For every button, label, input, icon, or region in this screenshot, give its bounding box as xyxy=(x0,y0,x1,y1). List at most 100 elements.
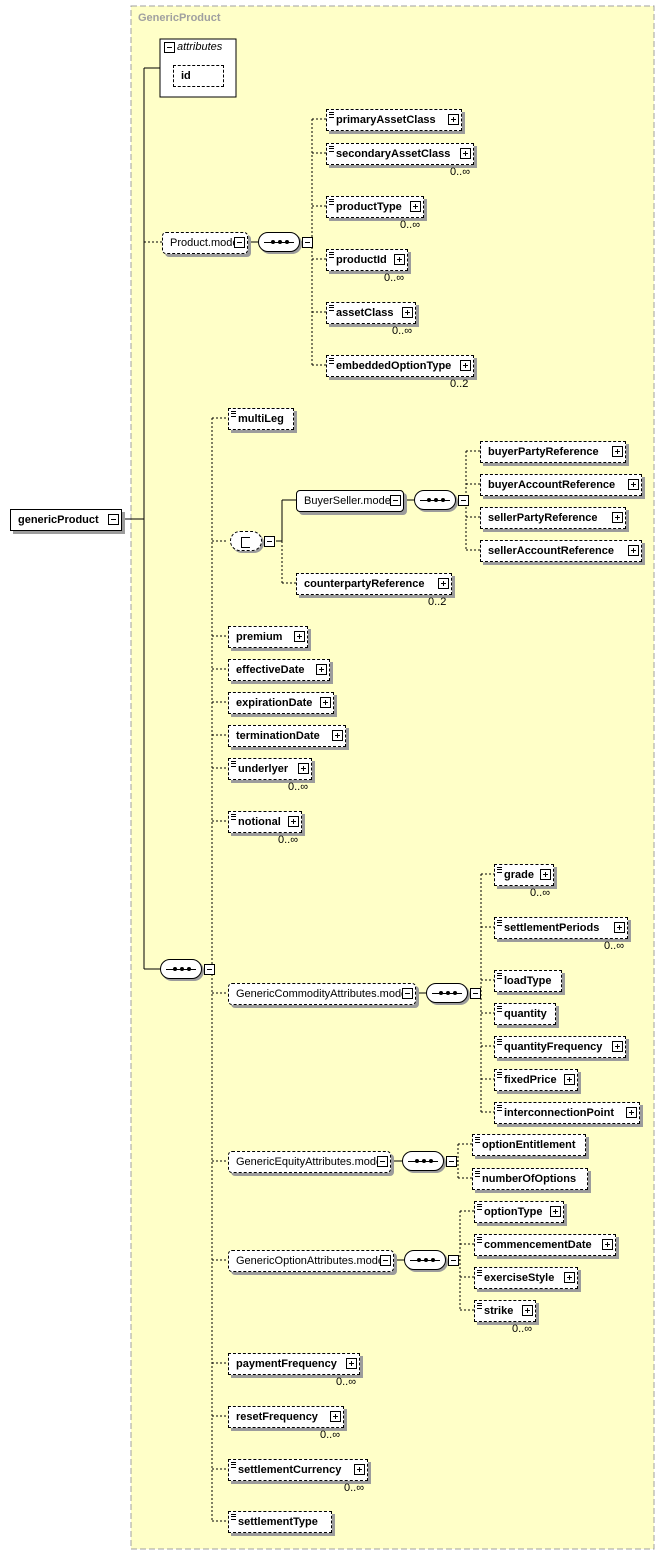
expand-icon[interactable] xyxy=(288,816,299,827)
element-exerciseStyle[interactable]: exerciseStyle xyxy=(474,1267,578,1289)
element-notional[interactable]: notional xyxy=(228,811,302,833)
element-sellerPartyReference[interactable]: sellerPartyReference xyxy=(480,507,626,529)
sequence-compositor[interactable] xyxy=(426,983,481,1003)
expand-icon[interactable] xyxy=(346,1358,357,1369)
collapse-icon[interactable] xyxy=(234,237,245,248)
collapse-icon[interactable] xyxy=(108,514,119,525)
element-productType[interactable]: productType xyxy=(326,196,424,218)
element-quantityFrequency[interactable]: quantityFrequency xyxy=(494,1036,626,1058)
element-marker-icon xyxy=(329,305,334,311)
expand-icon[interactable] xyxy=(332,730,343,741)
collapse-icon[interactable] xyxy=(470,988,481,999)
element-marker-icon xyxy=(329,199,334,205)
collapse-icon[interactable] xyxy=(402,988,413,999)
element-sellerAccountReference[interactable]: sellerAccountReference xyxy=(480,540,642,562)
element-embeddedOptionType[interactable]: embeddedOptionType xyxy=(326,355,474,377)
element-counterpartyReference[interactable]: counterpartyReference xyxy=(296,573,452,595)
sequence-dot xyxy=(285,240,289,244)
expand-icon[interactable] xyxy=(612,1041,623,1052)
sequence-compositor[interactable] xyxy=(160,959,215,979)
expand-icon[interactable] xyxy=(522,1305,533,1316)
element-expirationDate[interactable]: expirationDate xyxy=(228,692,334,714)
element-strike[interactable]: strike xyxy=(474,1300,536,1322)
collapse-icon[interactable] xyxy=(446,1156,457,1167)
element-loadType[interactable]: loadType xyxy=(494,970,562,992)
group-buyerseller-model[interactable]: BuyerSeller.model xyxy=(296,490,404,512)
attributes-label: attributes xyxy=(177,41,223,53)
element-settlementPeriods[interactable]: settlementPeriods xyxy=(494,917,628,939)
sequence-compositor[interactable] xyxy=(404,1250,459,1270)
element-terminationDate[interactable]: terminationDate xyxy=(228,725,346,747)
element-underlyer[interactable]: underlyer xyxy=(228,758,312,780)
collapse-icon[interactable] xyxy=(377,1156,388,1167)
element-commencementDate[interactable]: commencementDate xyxy=(474,1234,616,1256)
element-marker-icon xyxy=(475,1137,480,1143)
expand-icon[interactable] xyxy=(294,631,305,642)
element-marker-icon xyxy=(497,1072,502,1078)
collapse-icon[interactable] xyxy=(390,495,401,506)
expand-icon[interactable] xyxy=(460,148,471,159)
element-effectiveDate[interactable]: effectiveDate xyxy=(228,659,330,681)
expand-icon[interactable] xyxy=(394,254,405,265)
sequence-compositor[interactable] xyxy=(258,232,313,252)
attribute-id[interactable]: id xyxy=(173,65,224,87)
expand-icon[interactable] xyxy=(540,869,551,880)
collapse-icon[interactable] xyxy=(204,964,215,975)
element-fixedPrice[interactable]: fixedPrice xyxy=(494,1069,578,1091)
element-optionEntitlement[interactable]: optionEntitlement xyxy=(472,1134,586,1156)
element-secondaryAssetClass[interactable]: secondaryAssetClass xyxy=(326,143,474,165)
attributes-collapse-icon[interactable] xyxy=(164,42,175,53)
root-element[interactable]: genericProduct xyxy=(10,509,122,531)
expand-icon[interactable] xyxy=(628,479,639,490)
expand-icon[interactable] xyxy=(410,201,421,212)
element-interconnectionPoint[interactable]: interconnectionPoint xyxy=(494,1102,640,1124)
element-primaryAssetClass[interactable]: primaryAssetClass xyxy=(326,109,462,131)
collapse-icon[interactable] xyxy=(458,495,469,506)
element-numberOfOptions[interactable]: numberOfOptions xyxy=(472,1168,588,1190)
expand-icon[interactable] xyxy=(614,922,625,933)
sequence-compositor[interactable] xyxy=(414,490,469,510)
element-grade[interactable]: grade xyxy=(494,864,554,886)
expand-icon[interactable] xyxy=(438,578,449,589)
collapse-icon[interactable] xyxy=(448,1255,459,1266)
element-settlementType[interactable]: settlementType xyxy=(228,1511,332,1533)
expand-icon[interactable] xyxy=(354,1464,365,1475)
expand-icon[interactable] xyxy=(612,446,623,457)
group-equity-model[interactable]: GenericEquityAttributes.model xyxy=(228,1151,391,1173)
element-buyerPartyReference[interactable]: buyerPartyReference xyxy=(480,441,626,463)
expand-icon[interactable] xyxy=(628,545,639,556)
collapse-icon[interactable] xyxy=(380,1255,391,1266)
element-optionType[interactable]: optionType xyxy=(474,1201,564,1223)
group-option-model[interactable]: GenericOptionAttributes.model xyxy=(228,1250,394,1272)
collapse-icon[interactable] xyxy=(302,237,313,248)
element-resetFrequency[interactable]: resetFrequency xyxy=(228,1406,344,1428)
element-paymentFrequency[interactable]: paymentFrequency xyxy=(228,1353,360,1375)
element-settlementCurrency[interactable]: settlementCurrency xyxy=(228,1459,368,1481)
collapse-icon[interactable] xyxy=(264,536,275,547)
expand-icon[interactable] xyxy=(564,1074,575,1085)
expand-icon[interactable] xyxy=(330,1411,341,1422)
expand-icon[interactable] xyxy=(626,1107,637,1118)
node-label: multiLeg xyxy=(238,413,284,425)
expand-icon[interactable] xyxy=(402,307,413,318)
element-buyerAccountReference[interactable]: buyerAccountReference xyxy=(480,474,642,496)
group-product-model[interactable]: Product.model xyxy=(162,232,248,254)
expand-icon[interactable] xyxy=(298,763,309,774)
expand-icon[interactable] xyxy=(320,697,331,708)
element-quantity[interactable]: quantity xyxy=(494,1003,556,1025)
expand-icon[interactable] xyxy=(448,114,459,125)
group-commodity-model[interactable]: GenericCommodityAttributes.model xyxy=(228,983,416,1005)
expand-icon[interactable] xyxy=(612,512,623,523)
expand-icon[interactable] xyxy=(564,1272,575,1283)
node-label: interconnectionPoint xyxy=(504,1107,614,1119)
element-productId[interactable]: productId xyxy=(326,249,408,271)
element-multiLeg[interactable]: multiLeg xyxy=(228,408,294,430)
choice-compositor[interactable] xyxy=(230,531,275,551)
expand-icon[interactable] xyxy=(550,1206,561,1217)
expand-icon[interactable] xyxy=(316,664,327,675)
expand-icon[interactable] xyxy=(602,1239,613,1250)
element-premium[interactable]: premium xyxy=(228,626,308,648)
expand-icon[interactable] xyxy=(460,360,471,371)
element-assetClass[interactable]: assetClass xyxy=(326,302,416,324)
sequence-compositor[interactable] xyxy=(402,1151,457,1171)
